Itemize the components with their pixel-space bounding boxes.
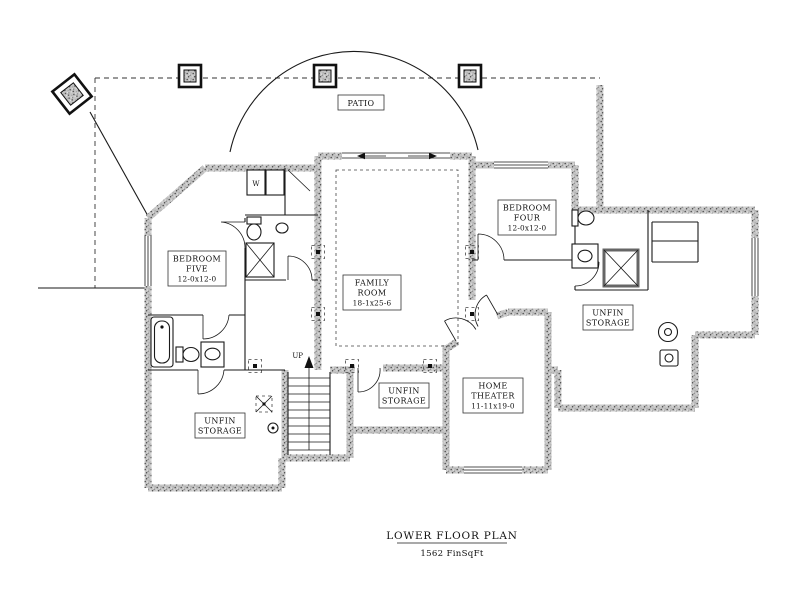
label-box <box>167 250 227 287</box>
room-name: FOUR <box>514 214 541 223</box>
room-label-family-room: FAMILY ROOM 18-1x25-6 <box>342 274 402 311</box>
label-box <box>342 274 402 311</box>
label-box <box>582 304 634 331</box>
room-dims: 12-0x12-0 <box>508 224 547 233</box>
fixtures: W <box>150 169 679 434</box>
interior-walls <box>148 168 699 371</box>
sliding-door <box>342 152 450 159</box>
door-swing <box>477 233 505 261</box>
sink-icon <box>275 222 289 234</box>
room-name: UNFIN <box>204 417 235 426</box>
sink-icon <box>571 243 599 269</box>
post-pads <box>248 245 479 413</box>
column-icon <box>312 63 338 89</box>
window <box>144 236 152 286</box>
room-label-unfin-storage-left: UNFIN STORAGE <box>194 412 246 439</box>
columns <box>50 63 483 116</box>
post-pad <box>345 359 359 373</box>
arrow-left-icon <box>357 152 365 160</box>
door-swing <box>357 367 381 393</box>
room-label-bedroom-four: BEDROOM FOUR 12-0x12-0 <box>497 199 557 236</box>
room-label-home-theater: HOME THEATER 11-11x19-0 <box>462 377 524 414</box>
room-name: FIVE <box>186 265 208 274</box>
door-swing <box>287 169 311 192</box>
ceiling-dashed-outline <box>335 169 459 347</box>
room-name: THEATER <box>471 392 515 401</box>
label-box <box>378 382 430 409</box>
door-swing <box>474 294 499 327</box>
post-pad <box>465 245 479 259</box>
water-heater-icon <box>657 321 679 343</box>
column-icon <box>177 63 203 89</box>
shower-icon <box>245 242 275 278</box>
room-name: HOME <box>478 382 507 391</box>
room-name: UNFIN <box>388 387 419 396</box>
deck-diagonal-edge <box>89 111 149 217</box>
room-dims: 11-11x19-0 <box>471 402 515 411</box>
door-swing <box>444 317 477 342</box>
patio-label: PATIO <box>347 99 374 108</box>
room-name: FAMILY <box>355 279 390 288</box>
floor-drain-icon <box>267 422 279 434</box>
shower-icon <box>602 248 640 288</box>
room-label-unfin-storage-center: UNFIN STORAGE <box>378 382 430 409</box>
room-name: BEDROOM <box>173 255 221 264</box>
stair-arrow-icon <box>304 356 314 368</box>
partition <box>148 168 699 371</box>
label-box <box>337 94 385 111</box>
door-opening <box>240 221 251 249</box>
room-name: BEDROOM <box>503 204 551 213</box>
column-icon <box>457 63 483 89</box>
room-name: STORAGE <box>382 397 426 406</box>
door-swing <box>197 369 225 395</box>
room-label-unfin-storage-right: UNFIN STORAGE <box>582 304 634 331</box>
room-label-patio: PATIO <box>337 94 385 111</box>
toilet-icon <box>175 346 200 363</box>
window <box>494 161 548 169</box>
window <box>464 466 522 474</box>
stairs: UP <box>287 352 331 455</box>
room-dims: 18-1x25-6 <box>353 299 392 308</box>
door-opening <box>355 362 383 374</box>
washer-label: W <box>252 180 260 188</box>
post-pad <box>465 307 479 321</box>
column-icon <box>50 72 94 116</box>
furnace-icon <box>659 349 679 367</box>
room-name: STORAGE <box>198 427 242 436</box>
toilet-icon <box>246 216 262 241</box>
room-label-bedroom-five: BEDROOM FIVE 12-0x12-0 <box>167 250 227 287</box>
washer-icon: W <box>246 169 285 196</box>
room-name: ROOM <box>358 289 387 298</box>
post-pad <box>311 245 325 259</box>
toilet-icon <box>571 209 595 227</box>
post-pad-x <box>255 395 273 413</box>
bathtub-icon <box>150 316 174 368</box>
door-swing <box>287 255 313 281</box>
label-box <box>194 412 246 439</box>
door-swing <box>220 221 246 249</box>
up-label: UP <box>292 352 303 360</box>
door-swing <box>202 314 230 340</box>
label-box <box>462 377 524 414</box>
sink-icon <box>200 341 225 368</box>
patio-arc <box>229 50 479 153</box>
window <box>751 238 759 296</box>
plan-title: LOWER FLOOR PLAN <box>386 530 518 542</box>
room-dims: 12-0x12-0 <box>178 275 217 284</box>
plan-title-block: LOWER FLOOR PLAN 1562 FinSqFt <box>386 530 518 559</box>
label-box <box>497 199 557 236</box>
plan-area: 1562 FinSqFt <box>420 549 483 559</box>
windows <box>144 152 759 474</box>
post-pad <box>423 359 437 373</box>
post-pad <box>311 307 325 321</box>
post-pad <box>248 359 262 373</box>
room-name: STORAGE <box>586 319 630 328</box>
arrow-right-icon <box>429 152 437 160</box>
room-name: UNFIN <box>592 309 623 318</box>
